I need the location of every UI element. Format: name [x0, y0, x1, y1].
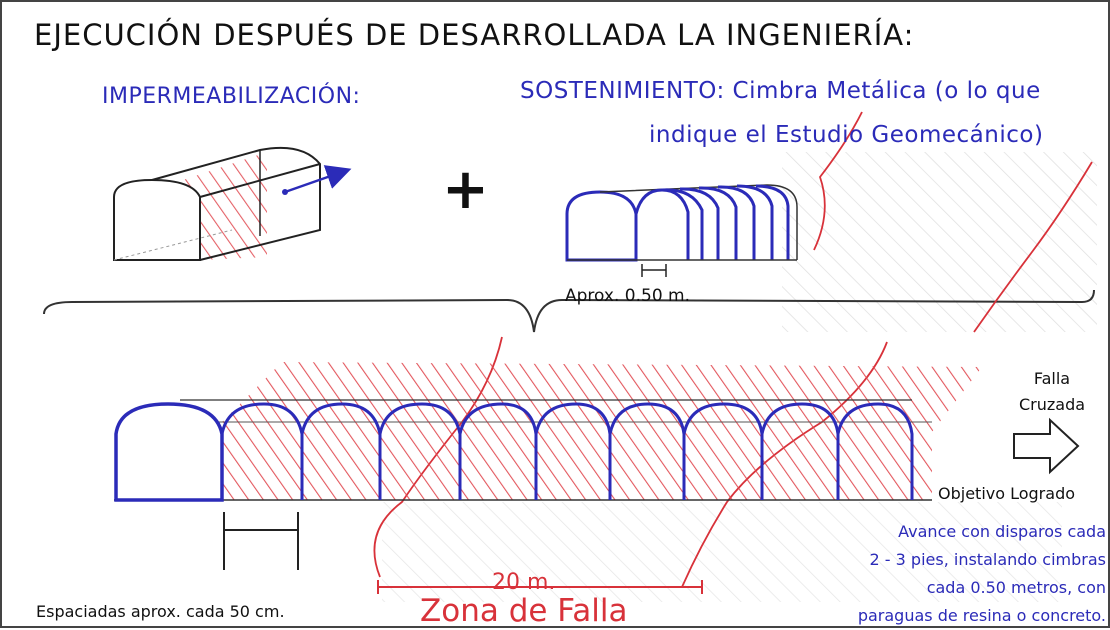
support-label-line2: indique el Estudio Geomecánico)	[649, 122, 1044, 148]
fault-zone-tunnel	[114, 362, 982, 502]
advance-note: Avance con disparos cada 2 - 3 pies, ins…	[857, 522, 1106, 625]
diagram-title: EJECUCIÓN DESPUÉS DE DESARROLLADA LA ING…	[34, 18, 915, 52]
steel-arch-frames-sketch	[565, 184, 798, 277]
grouping-brace	[43, 289, 1095, 333]
spacing-label-top: Aprox. 0.50 m.	[565, 286, 691, 306]
support-label-line1: SOSTENIMIENTO: Cimbra Metálica (o lo que	[520, 78, 1041, 104]
waterproofing-label: IMPERMEABILIZACIÓN:	[102, 84, 361, 109]
objective-label: Objetivo Logrado	[938, 484, 1076, 503]
spacing-label-bottom: Espaciadas aprox. cada 50 cm.	[36, 602, 285, 621]
zone-length-dimension	[377, 580, 703, 594]
crossed-fault-label: Falla Cruzada	[1018, 369, 1086, 414]
fault-zone-label: Zona de Falla	[420, 593, 628, 629]
direction-arrow	[1013, 417, 1080, 475]
background-hatching	[382, 152, 1097, 602]
spacing-dimension	[223, 512, 299, 570]
plus-symbol: +	[442, 157, 489, 222]
waterproofing-tunnel-sketch	[113, 146, 352, 261]
zone-length-label: 20 m.	[492, 570, 556, 595]
